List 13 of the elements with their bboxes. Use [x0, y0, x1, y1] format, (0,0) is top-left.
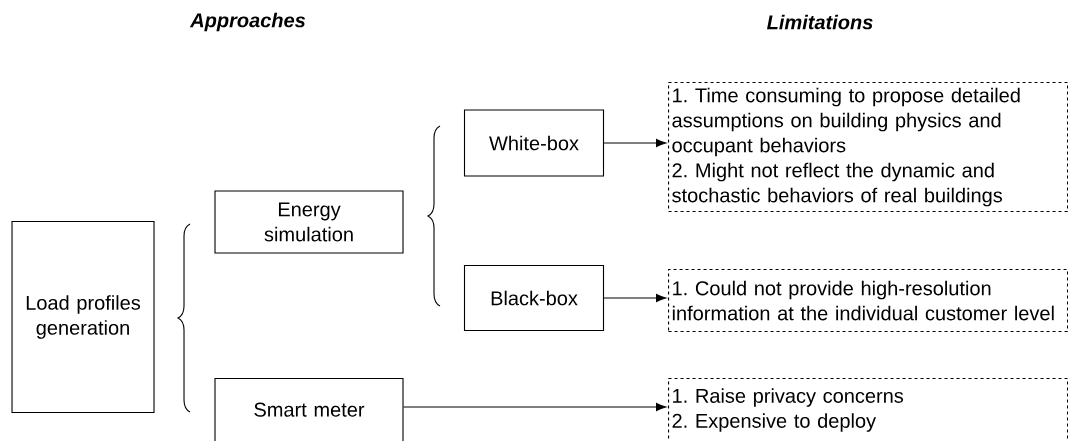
arrow	[603, 293, 667, 303]
limitation-box: 1. Could not provide high-resolution information at the individual customer level	[668, 269, 1068, 333]
process-box: Load profiles generation	[11, 220, 155, 414]
process-box: Energy simulation	[214, 190, 404, 254]
column-heading: Approaches	[189, 12, 306, 32]
arrow	[403, 402, 667, 412]
limitation-box: 1. Raise privacy concerns 2. Expensive to deploy	[668, 378, 1068, 441]
limitation-box: 1. Time consuming to propose detailed assumptions on building physics and occupant behaviors 2. Might not reflect the dynamic and stochastic behaviors of real buildings	[668, 82, 1068, 213]
process-box: Smart meter	[214, 378, 404, 441]
process-box: White-box	[463, 109, 605, 177]
process-box: Black-box	[463, 264, 605, 332]
arrow	[603, 138, 667, 148]
column-heading: Limitations	[767, 14, 873, 30]
